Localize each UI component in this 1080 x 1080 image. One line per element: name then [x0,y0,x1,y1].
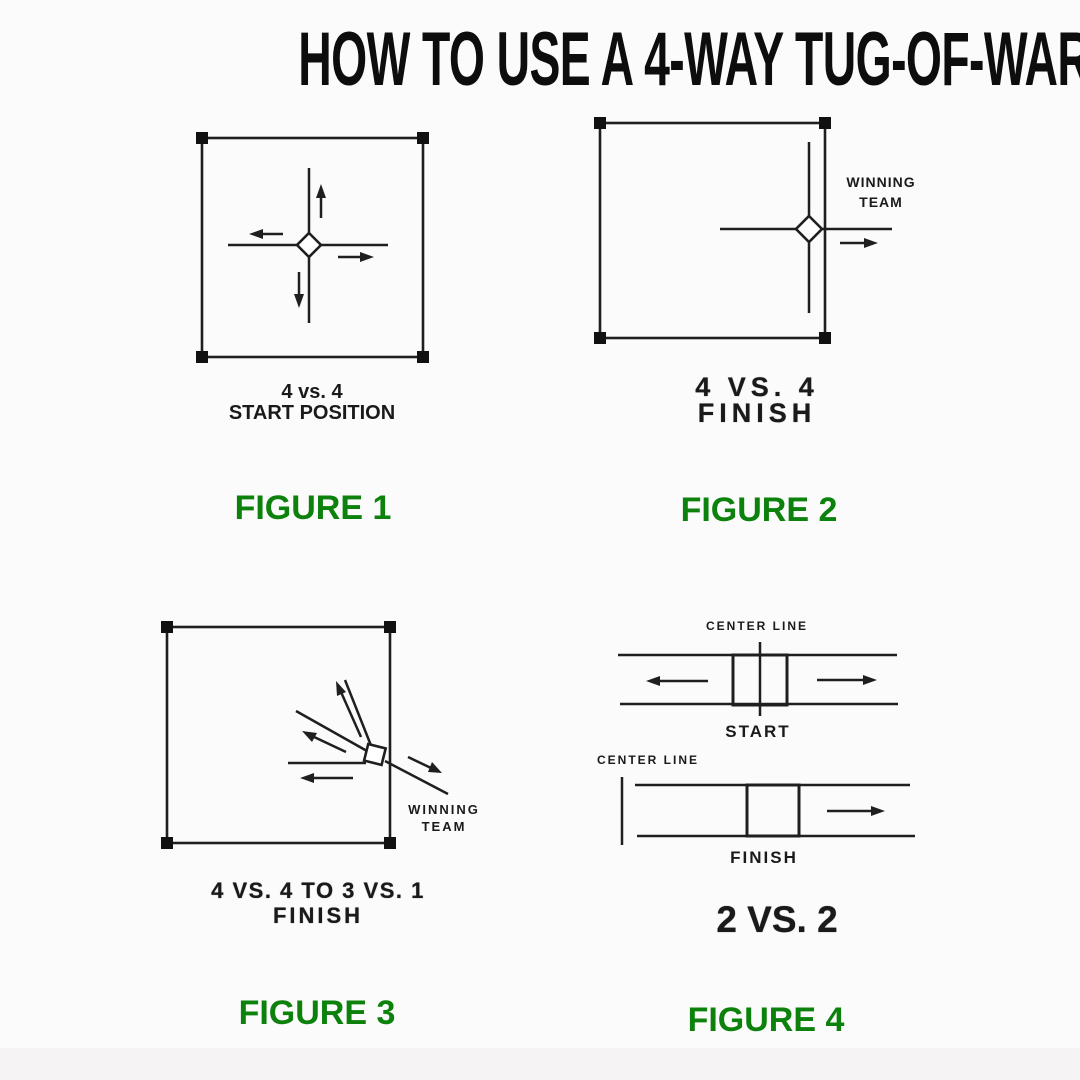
page-title: HOW TO USE A 4-WAY TUG-OF-WAR ROPE [298,17,1080,102]
figure2-winning-team-line2: TEAM [859,194,903,210]
corner-marker [161,621,173,633]
arrow-left-head-icon [249,229,263,239]
center-ring [295,231,323,259]
arrow-up-left-icon [311,734,347,754]
figure1-label: FIGURE 1 [234,489,392,527]
figure2-label: FIGURE 2 [680,491,838,529]
figure2-winning-team-line1: WINNING [846,174,916,190]
arrow-right-head-icon [864,238,878,248]
arrow-right-head-icon [863,675,877,685]
figure3-winning-team-line2: TEAM [421,819,467,834]
arrow-right-head-icon [360,252,374,262]
figure1-caption-line1: 4 vs. 4 [281,381,343,403]
marker-square [745,783,801,838]
rope-up-left [295,709,368,753]
corner-marker [417,132,429,144]
figure2-caption-line2: FINISH [697,398,817,428]
corner-marker [594,117,606,129]
arrow-up-left-head-icon [302,731,317,742]
corner-marker [196,351,208,363]
figure1-caption-line2: START POSITION [228,402,396,424]
figure4-diagram [618,642,915,845]
arrow-down-right-head-icon [428,762,442,773]
arrow-up-icon [339,691,363,738]
play-square [598,121,827,340]
bottom-edge-strip [0,1048,1080,1080]
arrow-up-head-icon [336,681,346,696]
figure2-caption-line1: 4 VS. 4 [695,372,819,402]
corner-marker [819,332,831,344]
figure3-caption-line2: FINISH [272,903,364,928]
corner-marker [384,621,396,633]
center-ring [794,214,824,244]
arrow-down-head-icon [294,294,304,308]
corner-marker [196,132,208,144]
figure4-caption: 2 VS. 2 [716,899,838,940]
corner-marker [819,117,831,129]
arrow-down-right-icon [407,755,432,770]
figure3-caption-line1: 4 VS. 4 TO 3 VS. 1 [211,878,425,903]
corner-marker [384,837,396,849]
figure3-label: FIGURE 3 [238,994,396,1032]
arrow-up-head-icon [316,184,326,198]
rope-up [343,679,374,749]
figure3-diagram [161,621,449,849]
figure3-winning-team-line1: WINNING [408,802,480,817]
play-square [165,625,392,845]
corner-marker [417,351,429,363]
arrow-left-head-icon [646,676,660,686]
marker-square [731,653,789,707]
arrow-left-head-icon [300,773,314,783]
arrow-right-head-icon [871,806,885,816]
corner-marker [161,837,173,849]
figure4-start-label: START [725,722,791,741]
figure1-diagram [196,132,429,363]
corner-marker [594,332,606,344]
figure4-center-line-bottom-label: CENTER LINE [596,753,699,767]
center-knot [362,742,388,767]
play-square [200,136,425,359]
figure2-diagram [594,117,892,344]
rope-down-right [384,759,449,796]
figure4-center-line-top-label: CENTER LINE [705,619,808,633]
page-title-wrap: HOW TO USE A 4-WAY TUG-OF-WAR ROPE [0,22,1080,98]
figure4-label: FIGURE 4 [687,1001,845,1039]
figure4-finish-label: FINISH [730,848,798,867]
